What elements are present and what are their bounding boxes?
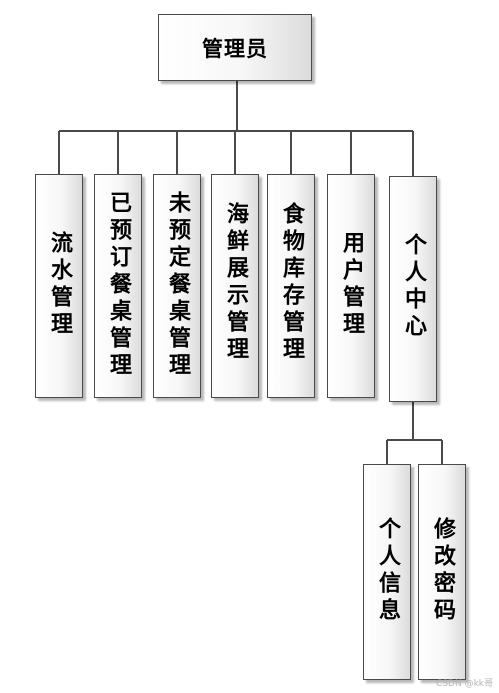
node-seafood-display-management-label: 海鲜展示管理 <box>223 202 248 364</box>
node-change-password: 修改密码 <box>418 464 466 680</box>
node-food-inventory-management: 食物库存管理 <box>267 174 315 398</box>
node-flow-management-label: 流水管理 <box>47 231 72 339</box>
node-unbooked-table-management-label: 未预定餐桌管理 <box>165 191 190 380</box>
node-personal-info: 个人信息 <box>363 464 411 680</box>
node-admin: 管理员 <box>158 14 312 81</box>
node-personal-info-label: 个人信息 <box>375 517 400 625</box>
node-user-management-label: 用户管理 <box>339 231 364 339</box>
node-user-management: 用户管理 <box>327 174 375 398</box>
node-booked-table-management-label: 已预订餐桌管理 <box>106 191 131 380</box>
node-personal-center-label: 个人中心 <box>401 233 426 341</box>
node-change-password-label: 修改密码 <box>430 517 455 625</box>
node-unbooked-table-management: 未预定餐桌管理 <box>153 174 201 398</box>
node-food-inventory-management-label: 食物库存管理 <box>279 202 304 364</box>
node-seafood-display-management: 海鲜展示管理 <box>211 174 259 398</box>
node-flow-management: 流水管理 <box>35 174 83 398</box>
node-booked-table-management: 已预订餐桌管理 <box>94 174 142 398</box>
watermark: CSDN @kk哥 <box>436 679 493 689</box>
node-personal-center: 个人中心 <box>389 176 437 402</box>
node-admin-label: 管理员 <box>202 36 268 61</box>
